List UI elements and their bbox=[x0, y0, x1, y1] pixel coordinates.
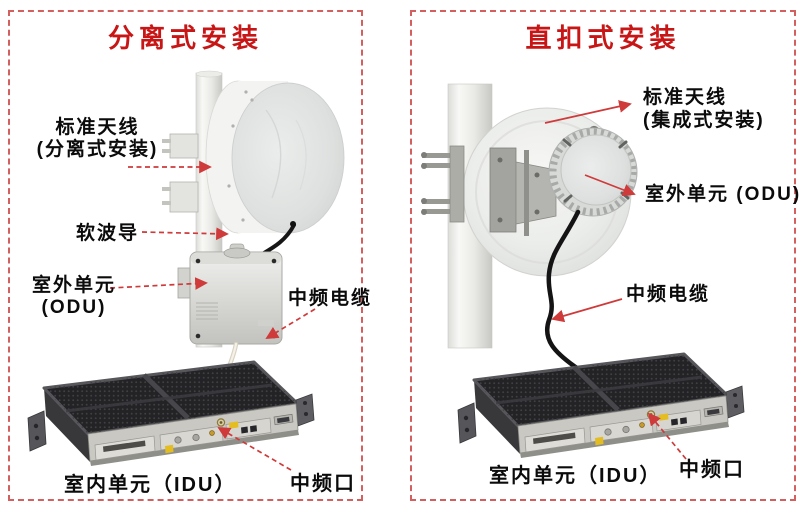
label-if-port-right: 中频口 bbox=[679, 459, 745, 481]
label-idu-right: 室内单元（IDU） bbox=[489, 465, 662, 487]
label-if-cable-right: 中频电缆 bbox=[626, 284, 711, 305]
label-idu-left: 室内单元（IDU） bbox=[64, 474, 237, 496]
label-if-port-left: 中频口 bbox=[290, 473, 356, 495]
panel-separated-install: 分离式安装 标准天线 (分离式安装) 软波导 室外单元 (ODU) 中频电缆 室… bbox=[8, 10, 370, 501]
label-waveguide: 软波导 bbox=[76, 223, 140, 244]
label-standard-antenna-left: 标准天线 (分离式安装) bbox=[36, 117, 159, 160]
panel-direct-install: 直扣式安装 标准天线 (集成式安装) 室外单元 (ODU) 中频电缆 室内单元（… bbox=[410, 10, 799, 501]
label-if-cable-left: 中频电缆 bbox=[288, 288, 373, 309]
label-standard-antenna-right: 标准天线 (集成式安装) bbox=[643, 87, 765, 131]
label-odu-left: 室外单元 (ODU) bbox=[31, 275, 116, 318]
panel-title-direct: 直扣式安装 bbox=[525, 23, 681, 53]
label-odu-right: 室外单元 (ODU) bbox=[645, 184, 802, 205]
panel-title-separated: 分离式安装 bbox=[107, 23, 263, 53]
